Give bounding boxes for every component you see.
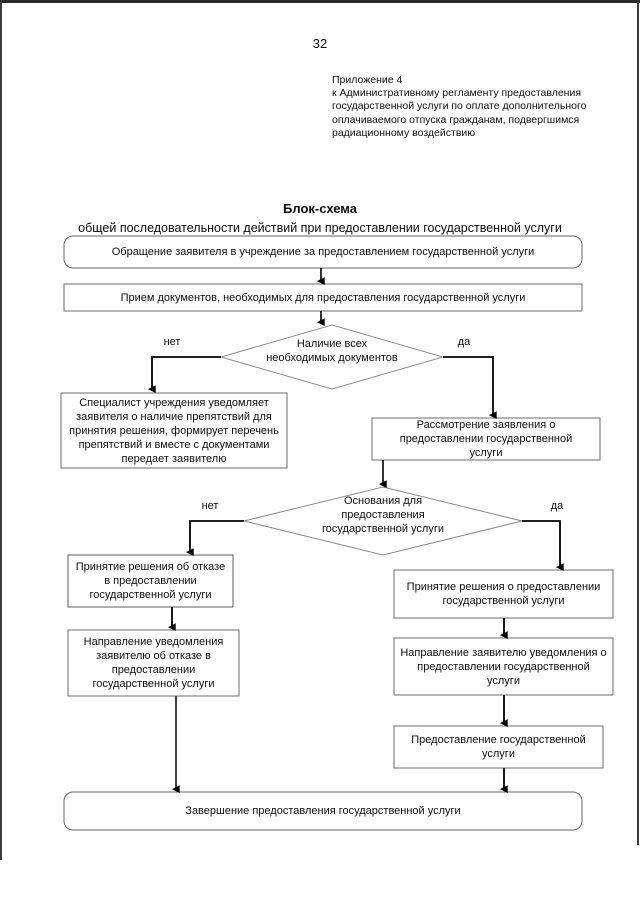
edge-d2-n5-no (185, 520, 244, 557)
scan-edge-right (637, 0, 639, 845)
node-n4-shape (371, 417, 601, 461)
node-n7-shape (393, 569, 614, 619)
edge-d1-n3-no (147, 356, 221, 394)
appendix-line-1: Приложение 4 (332, 74, 403, 86)
node-n10-shape (63, 791, 583, 831)
appendix-reference-block: Приложение 4 к Административному регламе… (332, 74, 622, 140)
branch-label-d2-no: нет (201, 500, 219, 512)
branch-label-d2-yes: да (550, 500, 564, 512)
edge-d2-n7-yes (522, 520, 564, 572)
node-d1-shape (219, 324, 445, 390)
appendix-line-3: государственной услуги по оплате дополни… (332, 100, 587, 113)
flowchart-subtitle: общей последовательности действий при пр… (78, 221, 562, 235)
edge-d1-n4-yes (443, 356, 497, 420)
branch-label-d1-no: нет (163, 336, 181, 348)
node-n1-shape (63, 235, 583, 269)
scan-edge-left (0, 0, 2, 860)
appendix-line-4: оплачиваемого отпуска гражданам, подверг… (332, 113, 580, 126)
node-n3-shape (60, 392, 288, 469)
node-n8-shape (393, 637, 614, 696)
page-number: 32 (312, 36, 328, 51)
node-n2-shape (63, 283, 583, 312)
appendix-line-5: радиационному воздействию (332, 126, 476, 139)
scan-edge-top (0, 0, 640, 3)
node-n5-shape (67, 554, 234, 608)
appendix-line-2: к Административному регламенту предостав… (332, 87, 582, 100)
node-n9-shape (393, 725, 604, 769)
node-n6-shape (67, 629, 240, 697)
branch-label-d1-yes: да (457, 336, 471, 348)
node-d2-shape (243, 486, 523, 556)
flowchart-title: Блок-схема (283, 201, 357, 216)
